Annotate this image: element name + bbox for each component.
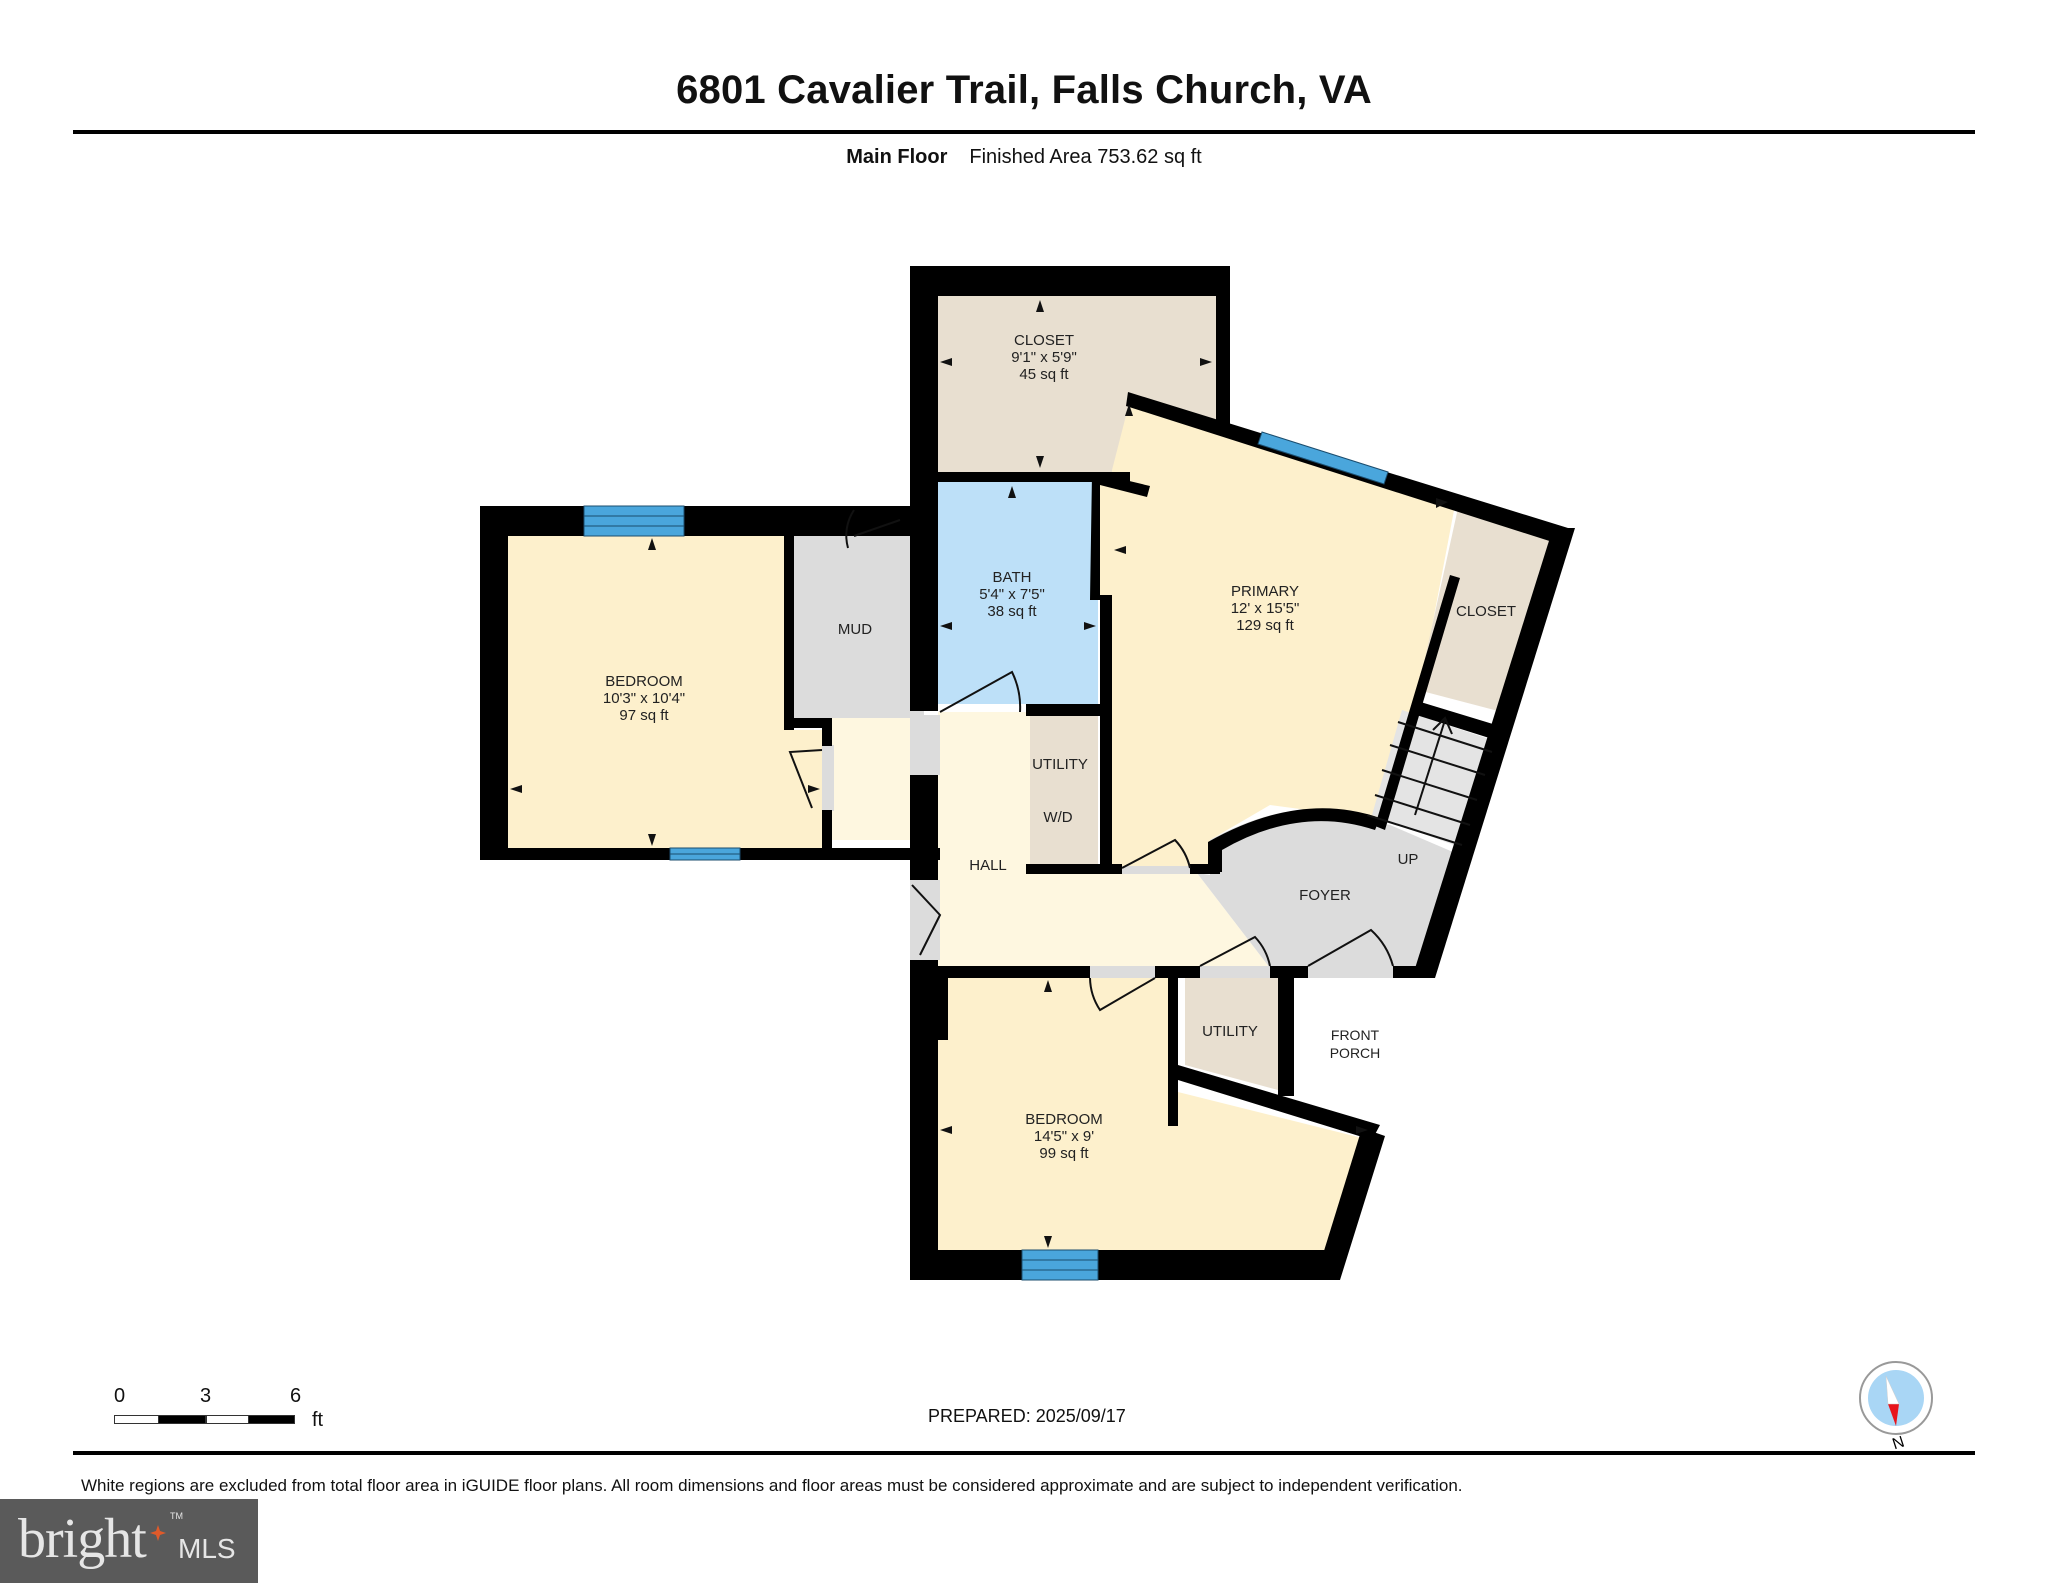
window: [583, 505, 685, 537]
room-fills: [508, 296, 1553, 1250]
utility-small-name: UTILITY: [1202, 1023, 1258, 1040]
primary-dims: 12' x 15'5": [1231, 600, 1300, 617]
logo-mls: MLS: [178, 1533, 236, 1564]
bedroom-bottom-dims: 14'5" x 9': [1034, 1128, 1094, 1145]
scale-segment: [114, 1415, 160, 1424]
bedroom-bottom-name: BEDROOM: [1025, 1111, 1103, 1128]
door-swings: [788, 509, 1493, 1012]
finished-area: Finished Area 753.62 sq ft: [969, 146, 1202, 168]
scale-label-6: 6: [290, 1385, 302, 1407]
scale-label-3: 3: [200, 1385, 212, 1407]
header-rule: [73, 130, 1975, 134]
floor-name: Main Floor: [846, 146, 948, 168]
compass-icon: N: [1859, 1361, 1933, 1453]
compass-north-label: N: [1890, 1434, 1906, 1452]
bath-fill: [938, 482, 1098, 704]
scale-segment: [248, 1415, 295, 1424]
walls: [480, 266, 1575, 1280]
utility-wd-name: UTILITY: [1032, 756, 1088, 773]
utility-wd-sub: W/D: [1043, 809, 1072, 826]
door-opening: [1090, 966, 1155, 978]
bedroom-left-area: 97 sq ft: [619, 707, 669, 724]
utility-wd-fill: [1030, 716, 1098, 866]
primary-fill: [1100, 400, 1455, 870]
utility-small-fill: [1185, 978, 1278, 1090]
scale-label-0: 0: [114, 1385, 126, 1407]
scale-unit: ft: [312, 1409, 324, 1431]
disclaimer: White regions are excluded from total fl…: [81, 1476, 1463, 1495]
closet-top-area: 45 sq ft: [1019, 366, 1069, 383]
primary-area: 129 sq ft: [1236, 617, 1294, 634]
floor-summary: Main Floor Finished Area 753.62 sq ft: [0, 146, 2048, 169]
door-opening: [1200, 966, 1270, 978]
stairs-up-label: UP: [1398, 851, 1419, 868]
door-opening: [1122, 866, 1190, 874]
logo-tm: TM: [170, 1511, 183, 1521]
door-opening: [910, 880, 940, 960]
window: [1021, 1249, 1099, 1281]
window: [1257, 431, 1389, 485]
bedroom-left-name: BEDROOM: [605, 673, 683, 690]
bright-mls-logo: bright TM MLS: [0, 1499, 258, 1583]
scale-bar: 0 3 6 ft: [112, 1385, 352, 1435]
closet-top-name: CLOSET: [1014, 332, 1074, 349]
scale-segment: [158, 1415, 206, 1424]
scale-segment: [206, 1415, 250, 1424]
logo-brand: bright: [18, 1508, 147, 1570]
bedroom-bottom-fill: [938, 978, 1370, 1250]
windows: [583, 431, 1389, 1281]
front-porch-line1: FRONT: [1331, 1027, 1380, 1043]
footer-rule: [73, 1451, 1975, 1455]
closet-primary-fill: [1418, 508, 1553, 712]
hall-fill: [938, 712, 1270, 968]
dimension-markers: [510, 300, 1448, 1248]
bath-area: 38 sq ft: [987, 603, 1037, 620]
foyer-name: FOYER: [1299, 887, 1351, 904]
prepared-date: PREPARED: 2025/09/17: [928, 1406, 1126, 1426]
logo-spark-icon: [150, 1525, 166, 1541]
door-opening: [1308, 966, 1393, 978]
foyer-fill: [1197, 809, 1460, 968]
bedroom-left-fill: [508, 536, 822, 848]
page-title: 6801 Cavalier Trail, Falls Church, VA: [676, 68, 1372, 112]
door-opening: [822, 745, 834, 811]
room-labels: CLOSET 9'1" x 5'9" 45 sq ft BATH 5'4" x …: [603, 332, 1516, 1162]
door-opening: [910, 715, 940, 775]
front-porch-fill: [1300, 978, 1437, 1125]
mud-vestibule-fill: [832, 718, 924, 840]
primary-name: PRIMARY: [1231, 583, 1299, 600]
hall-name: HALL: [969, 857, 1007, 874]
closet-primary-name: CLOSET: [1456, 603, 1516, 620]
bedroom-bottom-area: 99 sq ft: [1039, 1145, 1089, 1162]
compass: N: [1858, 1360, 1938, 1453]
mud-fill: [792, 536, 924, 718]
bath-name: BATH: [993, 569, 1032, 586]
bedroom-left-dims: 10'3" x 10'4": [603, 690, 685, 707]
closet-top-dims: 9'1" x 5'9": [1011, 349, 1077, 366]
front-porch-line2: PORCH: [1330, 1045, 1381, 1061]
mud-name: MUD: [838, 621, 872, 638]
primary-fill-top: [1112, 400, 1215, 474]
bath-dims: 5'4" x 7'5": [979, 586, 1045, 603]
